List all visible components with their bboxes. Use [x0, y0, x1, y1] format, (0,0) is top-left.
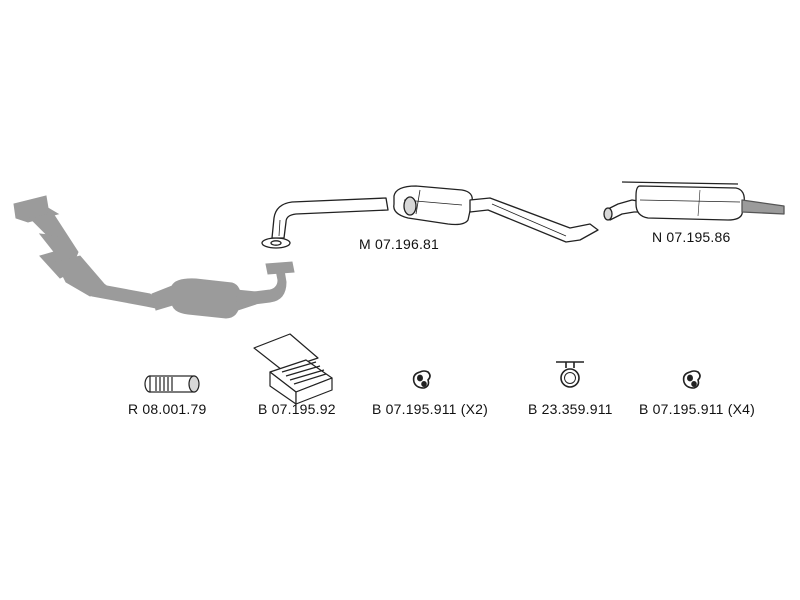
rubber-mount-x2-label: B 07.195.911 (X2) [372, 401, 488, 417]
kit-box-icon [253, 333, 333, 405]
rear-silencer-icon [603, 181, 785, 221]
rubber-mount-icon [412, 370, 431, 389]
middle-silencer-icon [261, 185, 599, 249]
clamp-icon [556, 361, 584, 388]
repair-pipe-label: R 08.001.79 [128, 401, 206, 417]
rubber-mount-icon [682, 370, 701, 389]
rear-silencer-label: N 07.195.86 [652, 229, 730, 245]
flex-pipe-icon [144, 375, 200, 393]
middle-silencer-label: M 07.196.81 [359, 236, 439, 252]
mounting-kit-label: B 07.195.92 [258, 401, 336, 417]
clamp-label: B 23.359.911 [528, 401, 613, 417]
rubber-mount-x4-label: B 07.195.911 (X4) [639, 401, 755, 417]
catalytic-converter-icon [13, 195, 295, 319]
